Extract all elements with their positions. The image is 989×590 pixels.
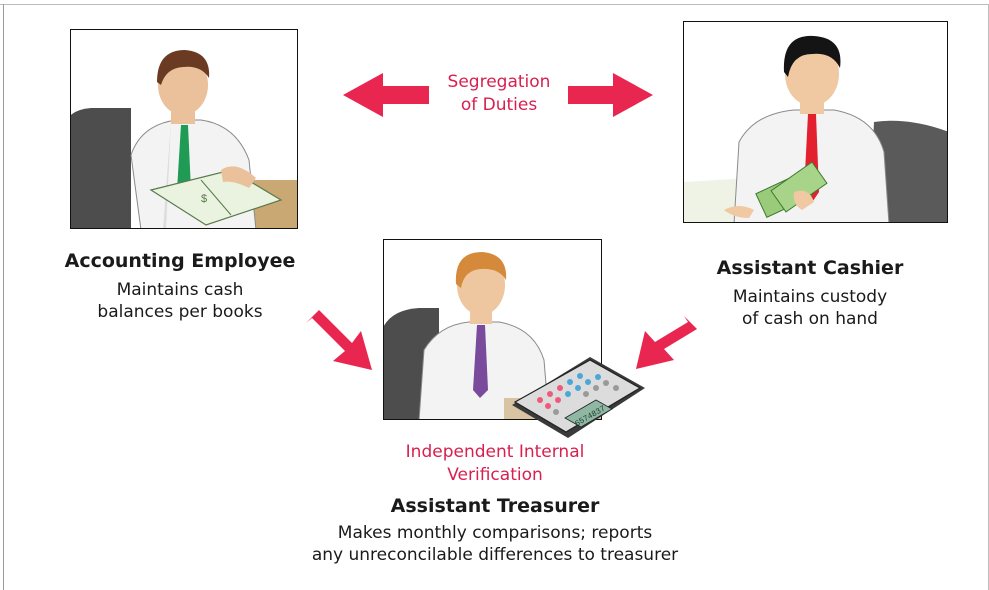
assistant-cashier-block: Assistant Cashier Maintains custody of c… (660, 257, 960, 330)
segregation-label-line2: of Duties (460, 95, 538, 115)
segregation-right-arrow (568, 73, 653, 117)
assistant-treasurer-desc-line2: any unreconcilable differences to treasu… (311, 545, 679, 565)
segregation-left-arrow (343, 73, 429, 117)
verification-label: Independent Internal Verification (340, 441, 650, 487)
assistant-cashier-picture (683, 21, 948, 223)
assistant-treasurer-picture (383, 239, 602, 420)
calculator-icon: 6574837 (512, 357, 645, 438)
accounting-employee-block: Accounting Employee Maintains cash balan… (25, 250, 335, 323)
verification-label-line2: Verification (447, 465, 543, 485)
accounting-employee-desc-line1: Maintains cash (116, 280, 244, 300)
assistant-cashier-desc-line1: Maintains custody (732, 287, 888, 307)
assistant-cashier-illustration (684, 35, 947, 222)
assistant-cashier-desc-line2: of cash on hand (742, 309, 878, 329)
assistant-treasurer-desc-line1: Makes monthly comparisons; reports (337, 523, 653, 543)
assistant-cashier-title: Assistant Cashier (716, 257, 904, 279)
accounting-employee-picture: $ (70, 29, 298, 229)
verification-label-line1: Independent Internal (405, 442, 585, 462)
assistant-treasurer-title: Assistant Treasurer (390, 495, 600, 517)
left-to-treasurer-arrow (306, 310, 372, 370)
accounting-employee-title: Accounting Employee (64, 250, 296, 272)
right-to-treasurer-arrow (636, 316, 697, 369)
assistant-treasurer-illustration (384, 252, 601, 419)
svg-text:$: $ (201, 193, 207, 205)
assistant-treasurer-block: Assistant Treasurer Makes monthly compar… (245, 495, 745, 566)
accounting-employee-desc-line2: balances per books (97, 302, 263, 322)
segregation-label: Segregation of Duties (430, 71, 568, 117)
segregation-label-line1: Segregation (447, 72, 551, 92)
page-frame-left-edge (3, 4, 4, 590)
accounting-employee-illustration: $ (71, 50, 297, 228)
